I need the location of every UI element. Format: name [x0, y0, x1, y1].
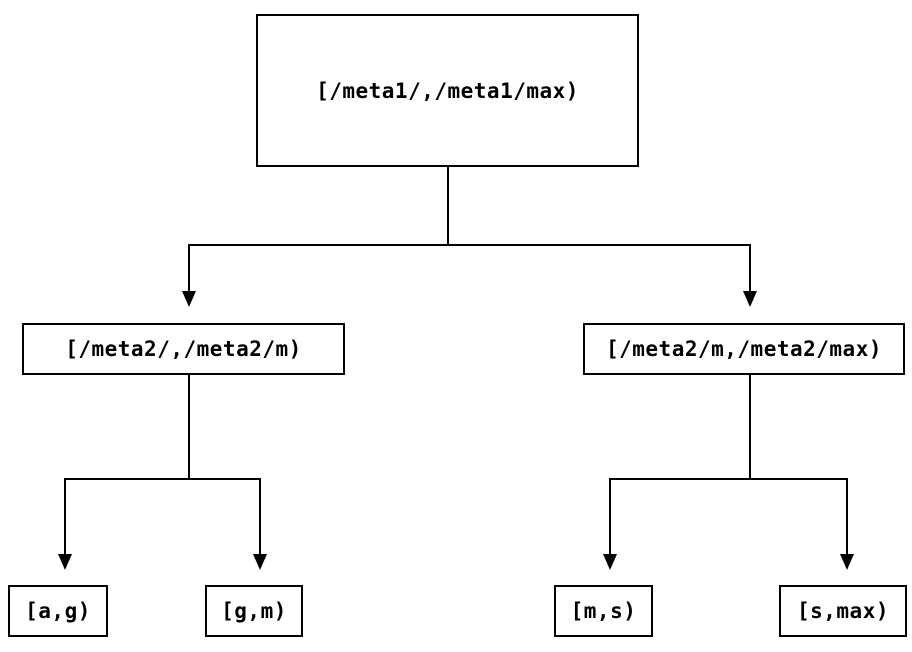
connector-line [64, 478, 261, 480]
connector-line [846, 478, 848, 554]
arrow-down-icon [253, 554, 267, 570]
arrow-down-icon [743, 291, 757, 307]
node-meta2-right-range: [/meta2/m,/meta2/max) [583, 323, 905, 375]
connector-line [188, 244, 751, 246]
connector-line [609, 478, 611, 554]
connector-line [609, 478, 848, 480]
node-label: [s,max) [796, 599, 889, 623]
node-root-meta1-range: [/meta1/,/meta1/max) [256, 14, 639, 167]
arrow-down-icon [840, 554, 854, 570]
connector-line [64, 478, 66, 554]
node-label: [g,m) [221, 599, 287, 623]
connector-line [188, 375, 190, 480]
node-label: [/meta2/m,/meta2/max) [605, 337, 882, 361]
connector-line [259, 478, 261, 554]
node-meta2-left-range: [/meta2/,/meta2/m) [22, 323, 345, 375]
arrow-down-icon [603, 554, 617, 570]
node-leaf-ms: [m,s) [554, 585, 653, 637]
node-label: [/meta2/,/meta2/m) [65, 337, 302, 361]
node-label: [/meta1/,/meta1/max) [316, 78, 579, 103]
node-label: [a,g) [25, 599, 91, 623]
connector-line [447, 167, 449, 246]
arrow-down-icon [58, 554, 72, 570]
node-leaf-ag: [a,g) [8, 585, 108, 637]
arrow-down-icon [182, 291, 196, 307]
connector-line [749, 375, 751, 480]
node-label: [m,s) [570, 599, 637, 623]
connector-line [188, 244, 190, 291]
node-leaf-gm: [g,m) [205, 585, 303, 637]
connector-line [749, 244, 751, 291]
node-leaf-smax: [s,max) [779, 585, 907, 637]
